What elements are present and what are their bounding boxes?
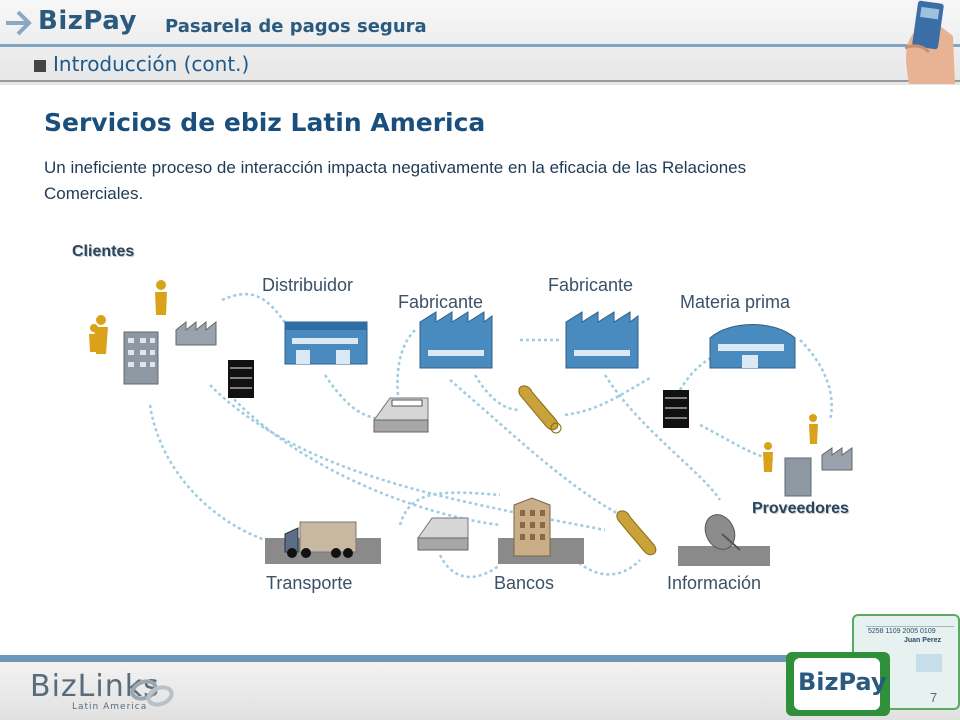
connector-materia-proveedores xyxy=(799,339,833,421)
label-materia-prima: Materia prima xyxy=(680,292,791,312)
brand-tagline: Pasarela de pagos segura xyxy=(165,16,427,37)
phone-icon-2 xyxy=(616,510,657,556)
connector-clientes-transporte xyxy=(148,404,266,542)
connector-bancos-loop xyxy=(438,554,501,579)
header-divider xyxy=(0,44,960,47)
phone-icon xyxy=(518,385,562,434)
bizpay-card-front: BizPay xyxy=(786,652,890,716)
page-number: 7 xyxy=(930,690,938,705)
connector-fax-fabricante xyxy=(396,329,416,396)
connector-bancos-phone2 xyxy=(569,554,641,576)
section-bullet xyxy=(34,60,46,72)
label-fabricante-1: Fabricante xyxy=(398,292,484,312)
label-bancos: Bancos xyxy=(494,573,555,593)
label-proveedores: Proveedores xyxy=(752,500,849,517)
label-fabricante-2: Fabricante xyxy=(548,275,634,295)
label-informacion: Información xyxy=(667,573,762,593)
label-transporte: Transporte xyxy=(266,573,353,593)
connector-materia-pbx xyxy=(678,343,751,391)
connector-fax2-bancos xyxy=(398,491,501,526)
section-title: Introducción (cont.) xyxy=(53,52,250,76)
hand-card-icon xyxy=(904,0,955,84)
slide-title: Servicios de ebiz Latin America xyxy=(44,108,486,137)
card-chip xyxy=(916,654,942,672)
brand-logo: BizPay xyxy=(38,6,137,36)
bizlinks-logo-subtitle: Latin America xyxy=(72,702,148,712)
materia-prima-node xyxy=(709,324,796,369)
person-icon xyxy=(89,280,167,354)
distribuidor-node xyxy=(284,321,368,365)
connector-phone-fabricante2 xyxy=(564,376,651,417)
bancos-node xyxy=(498,497,584,564)
fax-icon-2 xyxy=(417,517,469,551)
bizpay-card-logo: BizPay xyxy=(798,668,887,696)
fabricante-node-2 xyxy=(565,311,639,369)
fax-icon xyxy=(373,397,429,433)
arrow-icon xyxy=(6,10,32,36)
header-bar xyxy=(0,0,960,85)
clientes-node xyxy=(89,280,217,385)
label-clientes: Clientes xyxy=(72,243,135,260)
connector-distribuidor-fax xyxy=(323,374,376,420)
header-bottom-divider xyxy=(0,80,960,82)
connector-distribuidor-pbx xyxy=(209,384,606,532)
informacion-node xyxy=(678,514,770,566)
slide-body: Un ineficiente proceso de interacción im… xyxy=(44,158,747,203)
proveedores-node xyxy=(763,414,853,497)
connector-pbx-proveedores xyxy=(699,423,776,462)
footer-divider xyxy=(0,655,960,662)
fabricante-node-1 xyxy=(419,311,493,369)
card-name: Juan Perez xyxy=(904,637,941,644)
chain-link-icon xyxy=(130,679,174,707)
connector-clientes-distribuidor xyxy=(221,292,292,331)
connector-fabricante-phone xyxy=(473,374,521,412)
label-distribuidor: Distribuidor xyxy=(262,275,354,295)
transporte-node xyxy=(265,521,381,564)
pbx-icon-right xyxy=(663,390,689,428)
pbx-icon xyxy=(228,360,254,398)
person-icon xyxy=(763,414,818,472)
card-number: 5258 1109 2005 0109 xyxy=(868,628,936,635)
